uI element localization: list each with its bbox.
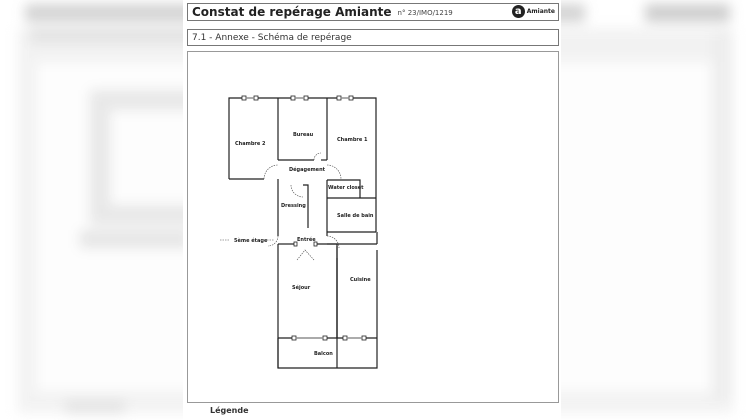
document-title: Constat de repérage Amiante (192, 5, 392, 19)
floor-plan: Chambre 2 Bureau Chambre 1 Dégagement Wa… (220, 95, 378, 369)
outer-wall-top (228, 97, 377, 232)
room-label: Water closet (328, 185, 364, 191)
room-label: Balcon (314, 351, 333, 357)
a-circle-logo-icon: a (511, 5, 525, 18)
amiante-logo: a Amiante (511, 5, 555, 18)
room-label: Chambre 2 (235, 141, 266, 147)
room-label: Bureau (293, 132, 314, 138)
document-page: Constat de repérage Amiante n° 23/IMO/12… (183, 0, 561, 420)
room-label: Dressing (281, 203, 306, 209)
room-label: Dégagement (289, 166, 326, 173)
room-label: Entrée (297, 236, 316, 243)
section-title: 7.1 - Annexe - Schéma de repérage (192, 32, 352, 43)
floor-plan-frame: Chambre 2 Bureau Chambre 1 Dégagement Wa… (187, 51, 559, 403)
document-reference: n° 23/IMO/1219 (397, 9, 453, 17)
legend-heading: Légende (210, 406, 249, 415)
logo-label: Amiante (526, 8, 555, 15)
section-header: 7.1 - Annexe - Schéma de repérage (187, 29, 559, 46)
room-label: Séjour (292, 284, 311, 291)
room-label: Salle de bain (337, 213, 374, 219)
floor-annotation: 5ème étage (234, 237, 268, 244)
document-header: Constat de repérage Amiante n° 23/IMO/12… (187, 3, 559, 21)
room-label: Cuisine (350, 277, 371, 283)
room-label: Chambre 1 (337, 137, 368, 143)
